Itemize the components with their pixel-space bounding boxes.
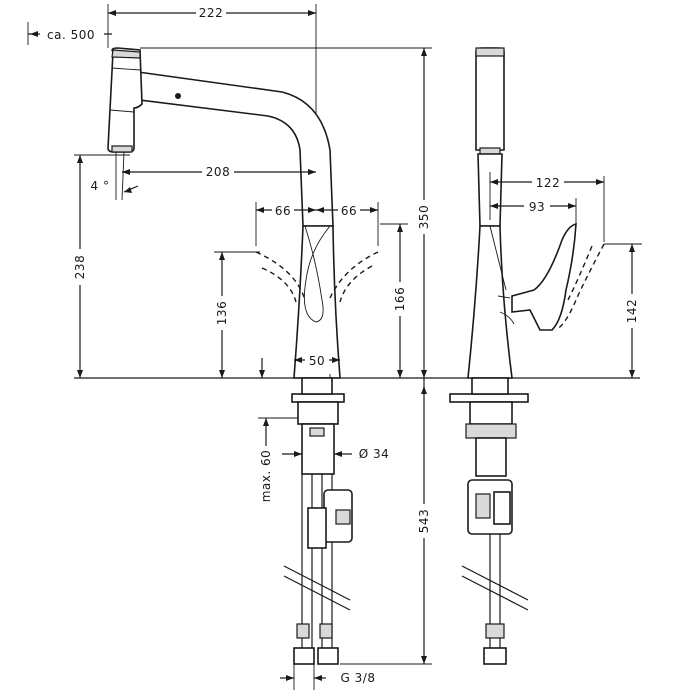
dim-350: 350: [417, 48, 431, 378]
dim-142-label: 142: [625, 299, 639, 323]
dim-g38-label: G 3/8: [341, 671, 376, 685]
dim-66-66: 66 66: [255, 202, 379, 246]
dim-ca500: ca. 500: [28, 27, 112, 42]
side-view: 122 93 142: [449, 47, 642, 665]
dim-543-label: 543: [417, 509, 431, 533]
dim-ca500-label: ca. 500: [47, 28, 95, 42]
dim-222: 222: [108, 5, 316, 20]
dim-93-label: 93: [529, 200, 545, 214]
dim-66-right-label: 66: [341, 204, 357, 218]
dim-238: 238: [72, 154, 130, 378]
dim-142: 142: [604, 243, 642, 378]
dim-spray-angle: 4 °: [91, 151, 139, 201]
dim-166: 166: [380, 223, 408, 378]
dim-93: 93: [490, 198, 577, 224]
dim-222-label: 222: [199, 6, 223, 20]
front-view: 222 ca. 500 350: [27, 4, 640, 690]
dim-max60: max. 60: [258, 417, 298, 506]
front-under-counter: [283, 377, 353, 665]
dim-spray-angle-label: 4 °: [91, 179, 110, 193]
dim-350-label: 350: [417, 205, 431, 229]
faucet-spout: [107, 47, 334, 227]
dim-122-label: 122: [536, 176, 560, 190]
dim-136: 136: [214, 251, 265, 378]
dim-543: 543: [340, 378, 432, 665]
dim-166-label: 166: [393, 287, 407, 311]
dim-d34-label: Ø 34: [359, 447, 390, 461]
dim-122: 122: [489, 172, 605, 242]
dim-50: 50: [294, 353, 340, 368]
dim-238-label: 238: [73, 255, 87, 279]
dim-50-label: 50: [309, 354, 325, 368]
faucet-body: [255, 225, 379, 382]
dim-d34: Ø 34: [282, 447, 389, 461]
dim-136-label: 136: [215, 301, 229, 325]
dim-208: 208: [122, 164, 316, 179]
dim-max60-label: max. 60: [259, 450, 273, 503]
dim-g38: G 3/8: [280, 664, 375, 690]
dim-66-left-label: 66: [275, 204, 291, 218]
dim-208-label: 208: [206, 165, 230, 179]
